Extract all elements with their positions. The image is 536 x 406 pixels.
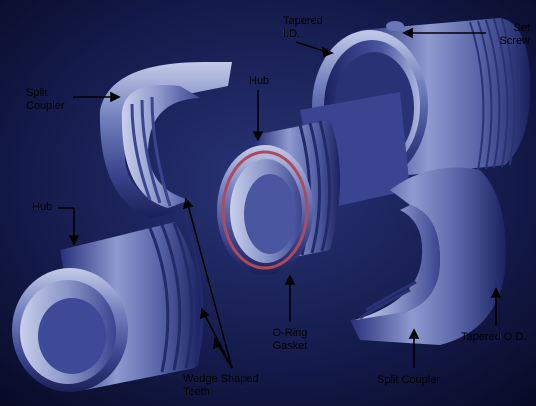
center-hub xyxy=(217,120,340,275)
set-screw-part xyxy=(386,21,404,31)
label-o-ring-line2: Gasket xyxy=(272,340,308,352)
label-hub-center-text: Hub xyxy=(249,75,270,87)
label-set-screw-line1: Set xyxy=(513,22,530,34)
label-hub-left-text: Hub xyxy=(32,201,53,213)
label-o-ring-gasket: O-Ring Gasket xyxy=(262,327,318,353)
label-split-coupler-bottom-text: Split Coupler xyxy=(377,374,440,386)
label-tapered-id-line2: I.D. xyxy=(283,28,301,40)
label-tapered-id-line1: Tapered xyxy=(283,15,323,27)
label-wedge-shaped-teeth: Wedge Shaped Teeth xyxy=(183,373,259,399)
label-wedge-line2: Teeth xyxy=(183,386,210,398)
label-tapered-id: Tapered I.D. xyxy=(283,15,323,41)
label-hub-left: Hub xyxy=(32,201,52,214)
label-set-screw-line2: Screw xyxy=(499,35,530,47)
label-set-screw: Set Screw xyxy=(490,22,530,48)
o-ring-part xyxy=(221,150,309,270)
split-coupler-lower-part xyxy=(350,167,506,345)
label-hub-center: Hub xyxy=(249,75,269,88)
label-split-coupler-top: Split Coupler xyxy=(26,87,65,113)
label-split-coupler-top-line1: Split xyxy=(26,87,48,99)
label-wedge-line1: Wedge Shaped xyxy=(183,373,259,385)
label-tapered-od: Tapered O.D. xyxy=(461,331,526,344)
left-hub xyxy=(12,221,204,392)
label-split-coupler-bottom: Split Coupler xyxy=(377,374,440,387)
split-coupler-upper-part xyxy=(99,62,232,218)
label-split-coupler-top-line2: Coupler xyxy=(26,100,65,112)
leader-lines xyxy=(58,27,502,369)
label-tapered-od-text: Tapered O.D. xyxy=(461,331,527,343)
label-o-ring-line1: O-Ring xyxy=(272,327,308,339)
